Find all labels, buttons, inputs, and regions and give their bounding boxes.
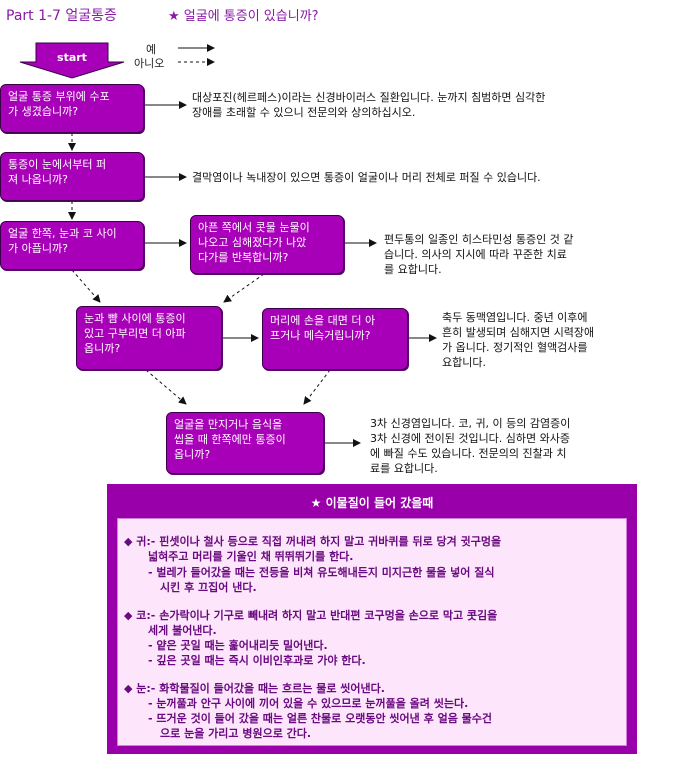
- tip-line: 으로 눈을 가리고 병원으로 간다.: [160, 727, 312, 740]
- tip-line: ◆ 귀:- 핀셋이나 철사 등으로 직접 꺼내려 하지 말고 귀바퀴를 뒤로 당…: [124, 535, 502, 548]
- tip-line: 세게 불어낸다.: [148, 624, 217, 637]
- answer-arteritis: 축두 동맥염입니다. 중년 이후에 흔히 발생되며 심해지면 시력장애 가 옵니…: [442, 310, 682, 370]
- question-line: 옵니까?: [84, 342, 121, 355]
- question-line: 눈과 뺨 사이에 통증이: [84, 312, 186, 325]
- answer-line: 료를 요합니다.: [370, 462, 438, 475]
- question-line: 얼굴 한쪽, 눈과 코 사이: [8, 227, 117, 240]
- question-line: 가 생겼습니까?: [8, 105, 79, 118]
- question-eye-pain: 통증이 눈에서부터 퍼 져 나옵니까?: [0, 152, 144, 201]
- start-label: start: [57, 51, 87, 64]
- page-title: Part 1-7 얼굴통증: [6, 8, 117, 24]
- tip-line: ◆ 코:- 손가락이나 기구로 빼내려 하지 말고 반대편 코구멍을 손으로 막…: [124, 609, 498, 622]
- answer-trigeminal: 3차 신경염입니다. 코, 귀, 이 등의 감염증이 3차 신경에 전이된 것입…: [370, 416, 660, 476]
- foreign-body-title: ★ 이물질이 들어 갔을때: [310, 496, 434, 510]
- question-blister: 얼굴 통증 부위에 수포 가 생겼습니까?: [0, 84, 144, 133]
- answer-herpes: 대상포진(헤르페스)이라는 신경바이러스 질환입니다. 눈까지 침범하면 심각한…: [192, 90, 662, 120]
- question-line: 나오고 심해졌다가 나았: [198, 236, 307, 249]
- question-line: 프거나 메슥거립니까?: [270, 329, 371, 342]
- tip-line: - 눈꺼풀과 안구 사이에 끼어 있을 수 있으므로 눈꺼풀을 올려 씻는다.: [148, 697, 469, 710]
- start-arrow-shape: [19, 42, 125, 79]
- tip-line: - 뜨거운 것이 들어 갔을 때는 얼른 찬물로 오랫동안 씻어낸 후 얼음 물…: [148, 712, 492, 725]
- answer-line: 대상포진(헤르페스)이라는 신경바이러스 질환입니다. 눈까지 침범하면 심각한: [192, 91, 546, 104]
- question-runny-nose: 아픈 쪽에서 콧물 눈물이 나오고 심해졌다가 나았 다가를 반복합니까?: [190, 215, 344, 274]
- answer-line: 3차 신경에 전이된 것입니다. 심하면 와사증: [370, 432, 571, 445]
- answer-line: 축두 동맥염입니다. 중년 이후에: [442, 311, 588, 324]
- answer-line: 편두통의 일종인 히스타민성 통증인 것 같: [384, 233, 574, 246]
- question-head-touch: 머리에 손을 대면 더 아 프거나 메슥거립니까?: [262, 308, 408, 370]
- answer-line: 흔히 발생되며 심해지면 시력장애: [442, 326, 595, 339]
- question-line: 다가를 반복합니까?: [198, 251, 289, 264]
- answer-line: 3차 신경염입니다. 코, 귀, 이 등의 감염증이: [370, 417, 571, 430]
- question-line: 옵니까?: [174, 448, 211, 461]
- tip-line: - 벌레가 들어갔을 때는 전등을 비쳐 유도해내든지 미지근한 물을 넣어 질…: [148, 566, 495, 579]
- tip-line: 넓혀주고 머리를 기울인 채 뛰뛰뛰기를 한다.: [148, 550, 354, 563]
- legend-yes-label: 예: [146, 43, 157, 56]
- tip-line: - 깊은 곳일 때는 즉시 이비인후과로 가야 한다.: [148, 654, 366, 667]
- answer-conjunctivitis: 결막염이나 녹내장이 있으면 통증이 얼굴이나 머리 전체로 퍼질 수 있습니다…: [192, 170, 662, 185]
- answer-migraine: 편두통의 일종인 히스타민성 통증인 것 같 습니다. 의사의 지시에 따라 꾸…: [384, 232, 644, 277]
- page-question: ★ 얼굴에 통증이 있습니까?: [168, 9, 319, 24]
- tip-line: - 얕은 곳일 때는 훑어내리듯 밀어낸다.: [148, 639, 328, 652]
- legend-no-label: 아니오: [134, 57, 165, 70]
- question-line: 통증이 눈에서부터 퍼: [8, 158, 107, 171]
- question-line: 가 아픕니까?: [8, 242, 68, 255]
- answer-line: 습니다. 의사의 지시에 따라 꾸준한 치료: [384, 248, 567, 261]
- tip-line: 시킨 후 끄집어 낸다.: [160, 581, 257, 594]
- tip-line: ◆ 눈:- 화학물질이 들어갔을 때는 흐르는 물로 씻어낸다.: [124, 682, 385, 695]
- foreign-body-content: [117, 518, 627, 746]
- answer-line: 요합니다.: [442, 356, 486, 369]
- answer-line: 장애를 초래할 수 있으니 전문의와 상의하십시오.: [192, 106, 416, 119]
- question-line: 얼굴 통증 부위에 수포: [8, 90, 110, 103]
- question-line: 있고 구부리면 더 아파: [84, 327, 186, 340]
- question-line: 아픈 쪽에서 콧물 눈물이: [198, 221, 310, 234]
- question-line: 얼굴을 만지거나 음식을: [174, 418, 283, 431]
- question-line: 져 나옵니까?: [8, 173, 68, 186]
- question-chewing: 얼굴을 만지거나 음식을 씹을 때 한쪽에만 통증이 옵니까?: [166, 412, 324, 474]
- question-line: 씹을 때 한쪽에만 통증이: [174, 433, 286, 446]
- question-cheek: 눈과 뺨 사이에 통증이 있고 구부리면 더 아파 옵니까?: [76, 306, 222, 370]
- answer-line: 를 요합니다.: [384, 263, 442, 276]
- answer-line: 가 옵니다. 정기적인 혈액검사를: [442, 341, 588, 354]
- answer-line: 결막염이나 녹내장이 있으면 통증이 얼굴이나 머리 전체로 퍼질 수 있습니다…: [192, 171, 541, 184]
- answer-line: 에 빠질 수도 있습니다. 전문의의 진찰과 치: [370, 447, 567, 460]
- question-nose-eye: 얼굴 한쪽, 눈과 코 사이 가 아픕니까?: [0, 221, 144, 270]
- question-line: 머리에 손을 대면 더 아: [270, 314, 376, 327]
